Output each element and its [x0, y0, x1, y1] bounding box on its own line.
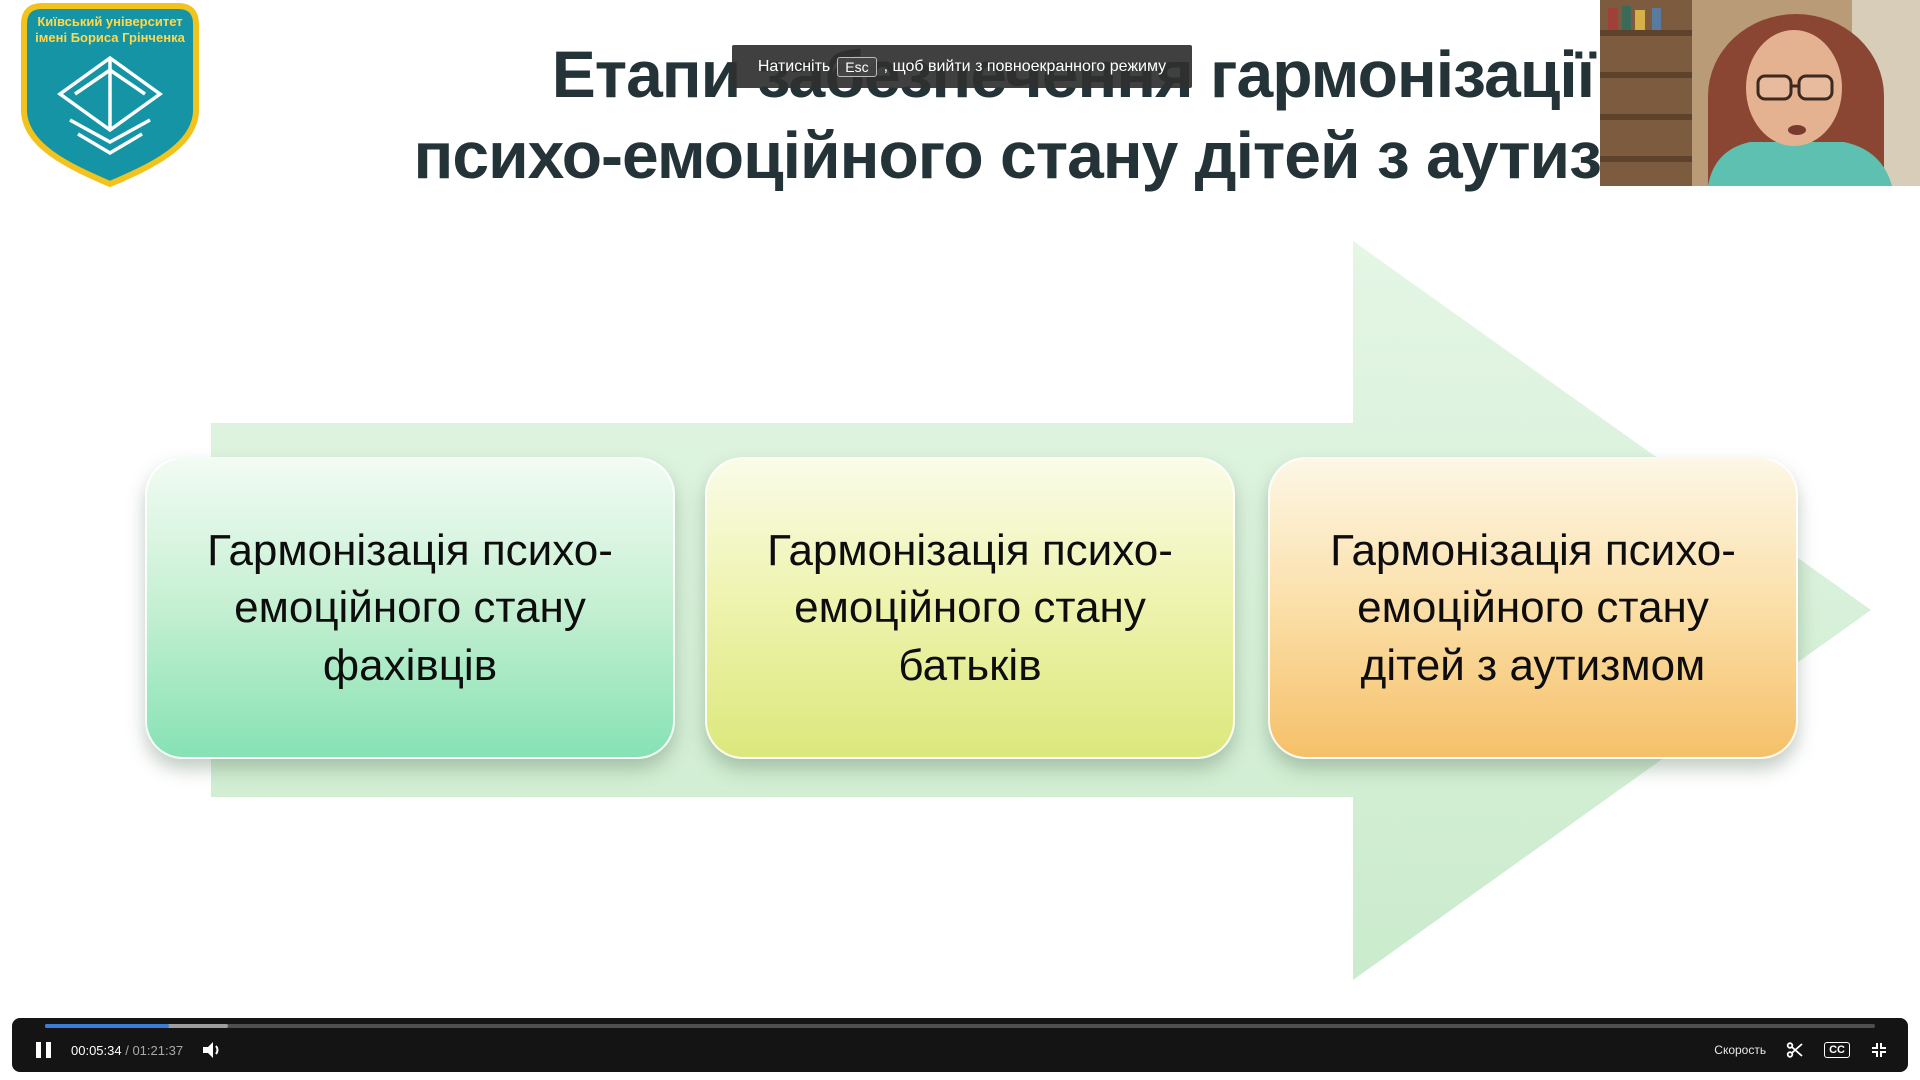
esc-key-badge: Esc — [837, 56, 877, 77]
progress-fill — [45, 1024, 170, 1028]
current-time: 00:05:34 — [71, 1042, 122, 1058]
stage-box-parents: Гармонізація психо-емоційного стану бать… — [705, 457, 1235, 759]
captions-button[interactable]: CC — [1824, 1042, 1850, 1058]
playback-speed-button[interactable]: Скорость — [1714, 1043, 1767, 1057]
clip-button[interactable] — [1786, 1041, 1804, 1059]
fullscreen-exit-toast: Натисніть Esc , щоб вийти з повноекранно… — [732, 45, 1192, 88]
progress-bar[interactable] — [45, 1024, 1875, 1028]
logo-text: Київський університет імені Бориса Грінч… — [10, 14, 210, 46]
total-duration: 01:21:37 — [132, 1042, 184, 1058]
toast-prefix: Натисніть — [757, 57, 831, 75]
logo-shield-icon — [21, 3, 199, 188]
logo-text-line2: імені Бориса Грінченка — [35, 30, 185, 45]
controls-left: 00:05:34 / 01:21:37 — [32, 1038, 223, 1062]
volume-button[interactable] — [201, 1041, 223, 1059]
slide-title-line2: психо-емоційного стану дітей з аутизмом — [413, 117, 1734, 192]
glasses-icon — [1756, 74, 1834, 101]
stage-box-children-label: Гармонізація психо-емоційного стану діте… — [1330, 526, 1736, 690]
toast-suffix: , щоб вийти з повноекранного режиму — [883, 57, 1167, 75]
stage-box-specialists: Гармонізація психо-емоційного стану фахі… — [145, 457, 675, 759]
logo-text-line1: Київський університет — [37, 14, 183, 29]
logo-book-emblem-icon — [57, 55, 163, 156]
fullscreen-exit-icon — [1872, 1043, 1886, 1057]
fullscreen-exit-button[interactable] — [1870, 1041, 1888, 1059]
controls-row: 00:05:34 / 01:21:37 Скорость — [12, 1018, 1908, 1072]
stage-box-parents-label: Гармонізація психо-емоційного стану бать… — [767, 526, 1173, 690]
stage-box-specialists-label: Гармонізація психо-емоційного стану фахі… — [207, 526, 613, 690]
scissors-icon — [1786, 1042, 1803, 1058]
stage-box-children: Гармонізація психо-емоційного стану діте… — [1268, 457, 1798, 759]
university-logo: Київський університет імені Бориса Грінч… — [10, 0, 210, 190]
presenter-webcam-image — [1600, 0, 1920, 186]
time-display: 00:05:34 / 01:21:37 — [71, 1043, 183, 1058]
pause-button[interactable] — [32, 1038, 55, 1062]
time-separator: / — [121, 1042, 133, 1058]
presenter-webcam — [1600, 0, 1920, 186]
player-controls-bar: 00:05:34 / 01:21:37 Скорость — [12, 1018, 1908, 1072]
controls-right: Скорость CC — [1714, 1041, 1888, 1059]
speaker-icon — [203, 1042, 219, 1058]
